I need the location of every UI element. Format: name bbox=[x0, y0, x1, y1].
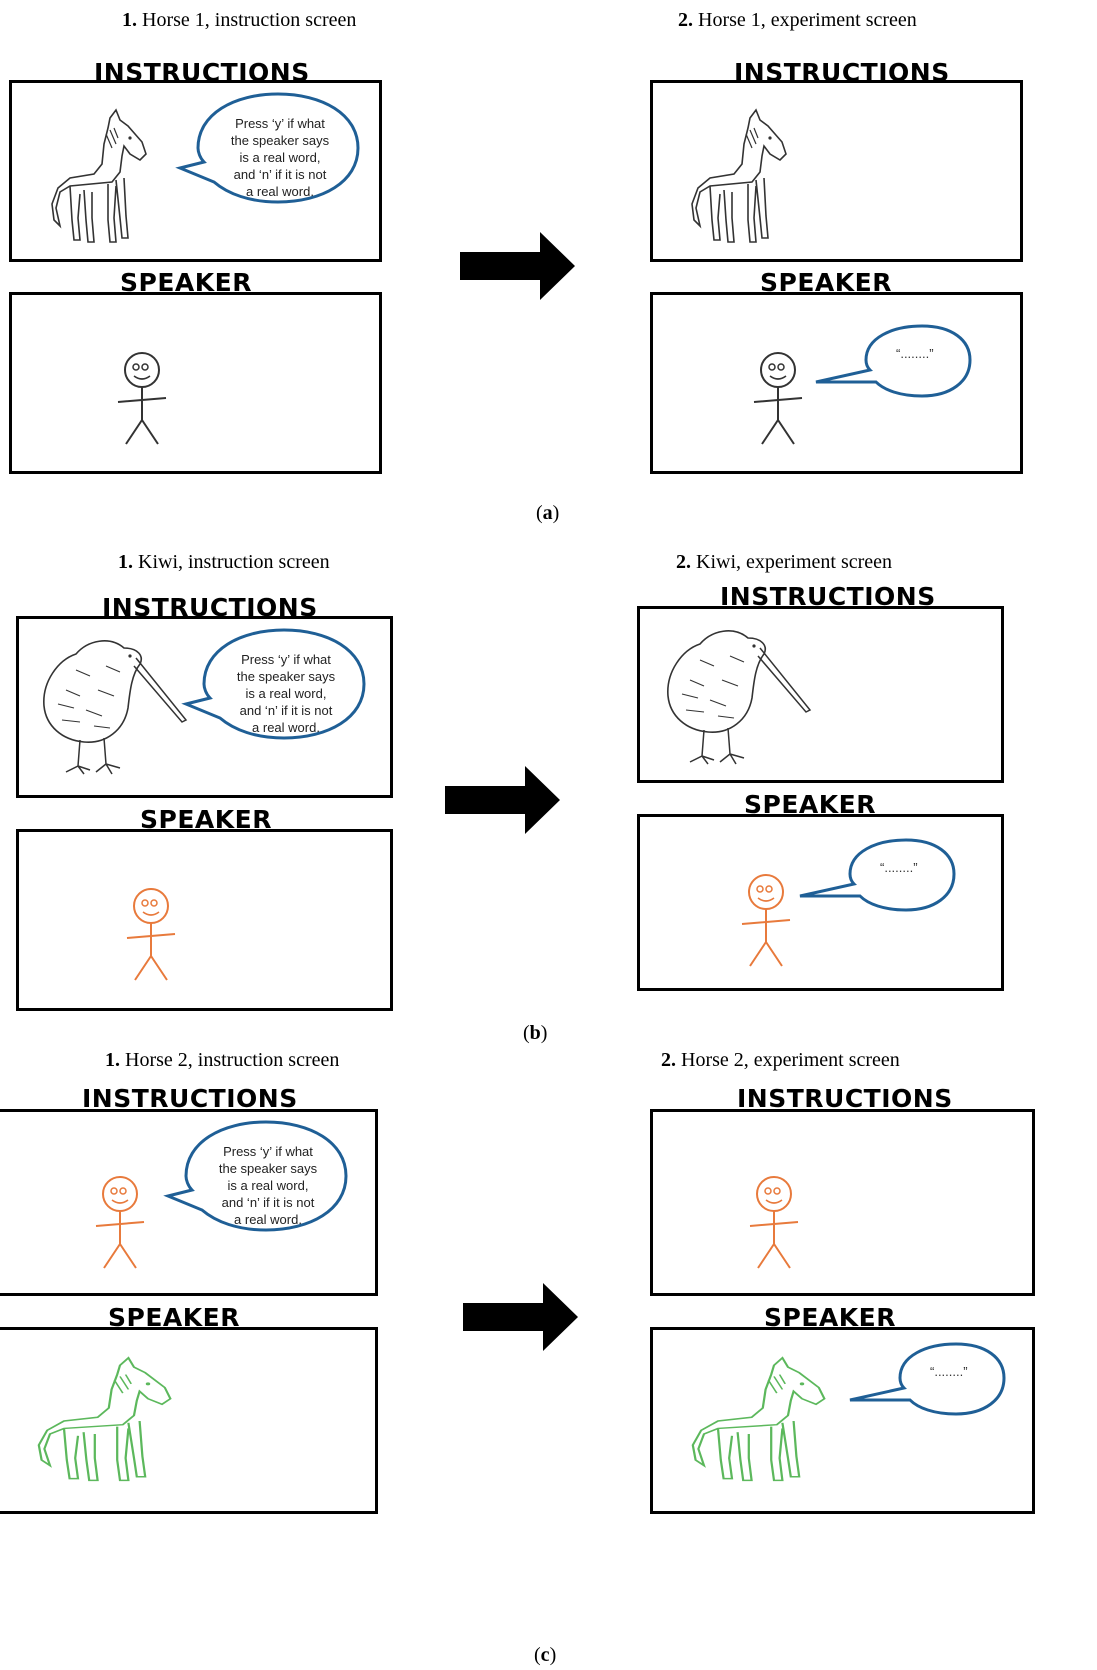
stick-figure-icon bbox=[126, 888, 176, 981]
kiwi-icon bbox=[43, 640, 187, 775]
arrow-icon bbox=[460, 232, 575, 300]
speech-placeholder: “........” bbox=[896, 346, 934, 361]
panel-label-c: (c) bbox=[534, 1644, 557, 1666]
stick-figure-icon bbox=[117, 352, 167, 445]
horse-icon bbox=[37, 1356, 172, 1482]
horse-icon bbox=[691, 109, 787, 243]
caption-a-right: 2. Horse 1, experiment screen bbox=[678, 9, 917, 31]
horse-icon bbox=[51, 109, 147, 243]
instructions-heading: INSTRUCTIONS bbox=[82, 1084, 298, 1113]
bubble-instruction-text: Press ‘y’ if what the speaker says is a … bbox=[236, 652, 336, 735]
speech-bubble bbox=[799, 838, 956, 912]
caption-c-right: 2. Horse 2, experiment screen bbox=[661, 1049, 900, 1071]
caption-b-right: 2. Kiwi, experiment screen bbox=[676, 551, 893, 573]
stick-figure-icon bbox=[753, 352, 803, 445]
instructions-box bbox=[650, 1109, 1035, 1296]
speech-bubble bbox=[181, 628, 366, 740]
caption-b-left: 1. Kiwi, instruction screen bbox=[118, 551, 330, 573]
horse-icon bbox=[691, 1356, 826, 1482]
stick-figure-icon bbox=[95, 1176, 145, 1269]
speech-bubble bbox=[163, 1120, 348, 1232]
speaker-box bbox=[637, 814, 1004, 991]
kiwi-icon bbox=[667, 630, 811, 765]
stick-figure-icon bbox=[741, 874, 791, 967]
speech-bubble bbox=[175, 92, 360, 204]
speaker-box bbox=[16, 829, 393, 1011]
caption-c-left: 1. Horse 2, instruction screen bbox=[105, 1049, 340, 1071]
speech-bubble bbox=[815, 324, 972, 398]
speaker-box bbox=[0, 1327, 378, 1514]
panel-label-b: (b) bbox=[523, 1022, 548, 1044]
panel-label-a: (a) bbox=[536, 502, 560, 524]
speech-placeholder: “........” bbox=[930, 1364, 968, 1379]
speech-bubble bbox=[849, 1342, 1006, 1416]
bubble-instruction-text: Press ‘y’ if what the speaker says is a … bbox=[218, 1144, 318, 1227]
speech-placeholder: “........” bbox=[880, 860, 918, 875]
arrow-icon bbox=[445, 766, 560, 834]
instructions-heading: INSTRUCTIONS bbox=[737, 1084, 953, 1113]
instructions-box bbox=[637, 606, 1004, 783]
stick-figure-icon bbox=[749, 1176, 799, 1269]
caption-a-left: 1. Horse 1, instruction screen bbox=[122, 9, 357, 31]
instructions-box bbox=[650, 80, 1023, 262]
arrow-icon bbox=[463, 1283, 578, 1351]
speaker-box bbox=[9, 292, 382, 474]
bubble-instruction-text: Press ‘y’ if what the speaker says is a … bbox=[230, 116, 330, 199]
